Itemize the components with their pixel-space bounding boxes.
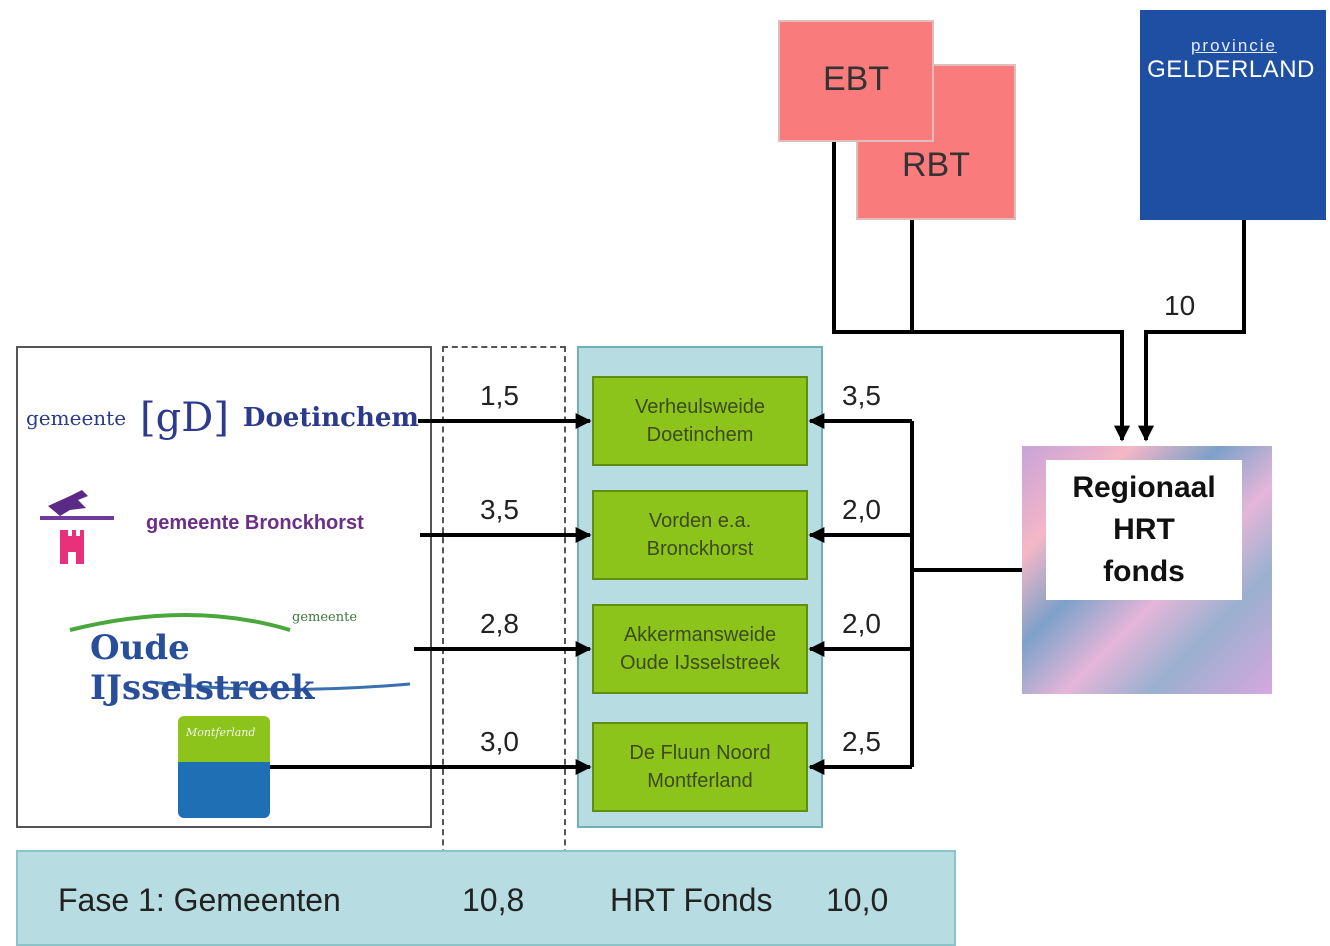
province-amount: 10 xyxy=(1164,290,1196,321)
fund-amount-2: 2,0 xyxy=(842,494,881,525)
footer-fund-label: HRT Fonds xyxy=(610,882,773,918)
fund-amount-3: 2,0 xyxy=(842,608,881,639)
footer-phase: Fase 1: Gemeenten xyxy=(58,882,341,918)
municipal-amount-1: 1,5 xyxy=(480,380,519,411)
province-gelderland-logo: provincie GELDERLAND xyxy=(1140,10,1326,220)
project-box-de-fluun: De Fluun Noord Montferland xyxy=(592,722,808,812)
project-box-verheulsweide: Verheulsweide Doetinchem xyxy=(592,376,808,466)
bronckhorst-crest-icon xyxy=(30,486,120,570)
fund-amount-1: 3,5 xyxy=(842,380,881,411)
municipal-amount-3: 2,8 xyxy=(480,608,519,639)
footer-fund-total: 10,0 xyxy=(826,882,889,918)
project-4-line-2: Montferland xyxy=(647,770,753,792)
fund-line-1: Regionaal xyxy=(1072,471,1216,504)
fund-line-2: HRT xyxy=(1113,513,1175,546)
project-box-vorden: Vorden e.a. Bronckhorst xyxy=(592,490,808,580)
doetinchem-logo: gemeente [gD] Doetinchem xyxy=(26,388,426,448)
municipal-amount-2: 3,5 xyxy=(480,494,519,525)
province-small-label: provincie xyxy=(1190,36,1278,55)
province-arrow xyxy=(1138,220,1246,442)
project-2-line-1: Vorden e.a. xyxy=(648,510,752,532)
doetinchem-prefix: gemeente xyxy=(26,406,127,430)
oude-ijsselstreek-prefix: gemeente xyxy=(292,610,358,625)
montferland-logo: Montferland xyxy=(178,716,270,818)
province-name-label: GELDERLAND xyxy=(1147,56,1315,83)
footer-municipal-total: 10,8 xyxy=(462,882,525,918)
project-box-akkermansweide: Akkermansweide Oude IJsselstreek xyxy=(592,604,808,694)
bronckhorst-name: gemeente Bronckhorst xyxy=(146,512,364,534)
ebt-box: EBT xyxy=(778,20,934,142)
montferland-script: Montferland xyxy=(186,726,256,739)
footer-bar xyxy=(16,850,956,946)
gd-mark: [gD] xyxy=(140,395,229,441)
project-1-line-2: Doetinchem xyxy=(646,424,754,446)
municipal-amount-4: 3,0 xyxy=(480,726,519,757)
fund-amount-4: 2,5 xyxy=(842,726,881,757)
project-1-line-1: Verheulsweide xyxy=(634,396,766,418)
oude-ijsselstreek-name: Oude IJsselstreek xyxy=(90,628,315,708)
doetinchem-name: Doetinchem xyxy=(242,403,419,433)
fund-line-3: fonds xyxy=(1103,555,1185,588)
regionaal-hrt-fonds-box: Regionaal HRT fonds xyxy=(1046,460,1242,600)
ebt-label: EBT xyxy=(822,59,890,98)
rbt-label: RBT xyxy=(902,145,970,184)
oude-ijsselstreek-logo: gemeente Oude IJsselstreek xyxy=(30,604,420,708)
project-3-line-1: Akkermansweide xyxy=(623,624,777,646)
project-3-line-2: Oude IJsselstreek xyxy=(619,652,781,674)
oude-ijsselstreek-swoosh-icon xyxy=(69,613,411,692)
project-4-line-1: De Fluun Noord xyxy=(629,742,771,764)
project-2-line-2: Bronckhorst xyxy=(646,538,754,560)
